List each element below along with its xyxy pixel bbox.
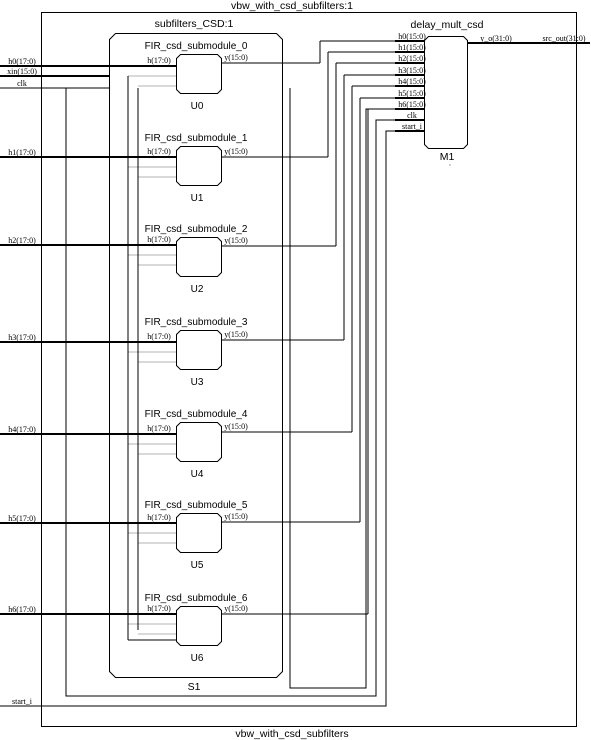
submodule-out-pin: y(15:0)	[224, 512, 248, 521]
start-route	[41, 130, 424, 707]
delay-mult-dots: ·	[449, 161, 452, 170]
submodule-block	[176, 330, 222, 370]
delay-mult-in-pin: h0(15:0)	[398, 32, 426, 41]
delay-mult-in-pin: h6(15:0)	[398, 100, 426, 109]
submodule-3: FIR_csd_submodule_3 h(17:0) y(15:0) U3	[100, 317, 344, 388]
submodule-6: FIR_csd_submodule_6h(17:0) y(15:0) U6	[100, 593, 368, 664]
submodule-in-pin: h(17:0)	[147, 513, 171, 522]
subfilters-title: subfilters_CSD:1	[155, 18, 234, 30]
delay-mult-out-pin: y_o(31:0)	[480, 34, 512, 43]
submodule-title: FIR_csd_submodule_0	[145, 41, 248, 52]
submodule-block	[176, 606, 222, 646]
submodule-out-pin: y(15:0)	[224, 53, 248, 62]
submodule-in-pin: h(17:0)	[147, 147, 171, 156]
top-module-title: vbw_with_csd_subfilters:1	[231, 0, 353, 12]
submodule-instance: U1	[191, 193, 204, 204]
submodule-title: FIR_csd_submodule_5	[145, 500, 248, 511]
clk-route	[65, 88, 424, 697]
delay-mult-title: delay_mult_csd	[411, 19, 484, 31]
delay-mult-in-pin: clk	[407, 111, 417, 120]
delay-mult-instance: M1	[440, 151, 455, 163]
delay-mult-block	[424, 36, 468, 149]
top-input-port: h5(17:0)	[8, 514, 36, 523]
top-input-port: h6(17:0)	[8, 605, 36, 614]
submodule-1: FIR_csd_submodule_1 h(17:0) y(15:0) U1	[100, 133, 328, 204]
submodule-out-pin: y(15:0)	[224, 330, 248, 339]
submodule-block	[176, 54, 222, 94]
top-input-port: h4(17:0)	[8, 425, 36, 434]
top-input-port: h0(17:0)	[8, 57, 36, 66]
submodule-out-pin: y(15:0)	[224, 422, 248, 431]
delay-mult-in-pin: start_i	[402, 122, 423, 131]
submodule-title: FIR_csd_submodule_6	[145, 593, 248, 604]
submodule-2: FIR_csd_submodule_2h(17:0) y(15:0) U2	[100, 224, 336, 295]
submodule-out-pin: y(15:0)	[224, 236, 248, 245]
delay-mult-in-pin: h5(15:0)	[398, 89, 426, 98]
submodule-block	[176, 146, 222, 186]
top-input-port: xin(15:0)	[7, 67, 37, 76]
submodule-in-pin: h(17:0)	[147, 424, 171, 433]
submodule-out-pin: y(15:0)	[224, 147, 248, 156]
src-out-port: src_out(31:0)	[542, 34, 585, 43]
subfilters-frame	[109, 33, 283, 678]
delay-mult-in-pin: h2(15:0)	[398, 54, 426, 63]
top-module-frame	[41, 12, 577, 727]
submodule-instance: U4	[191, 469, 204, 480]
submodule-in-pin: h(17:0)	[147, 56, 171, 65]
top-input-port: h3(17:0)	[8, 333, 36, 342]
top-input-port: h1(17:0)	[8, 148, 36, 157]
delay-mult-in-pin: h4(15:0)	[398, 77, 426, 86]
submodule-block	[176, 422, 222, 462]
submodule-title: FIR_csd_submodule_3	[145, 317, 248, 328]
top-module-footer: vbw_with_csd_subfilters	[235, 728, 348, 740]
submodule-0: FIR_csd_submodule_0 h(17:0) y(15:0) U0	[100, 41, 320, 112]
submodule-instance: U3	[191, 377, 204, 388]
submodule-instance: U2	[191, 284, 204, 295]
submodule-out-pin: y(15:0)	[224, 604, 248, 613]
top-input-port: clk	[17, 79, 27, 88]
subfilters-instance: S1	[188, 681, 201, 693]
submodule-instance: U0	[191, 101, 204, 112]
top-input-port: h2(17:0)	[8, 236, 36, 245]
submodule-title: FIR_csd_submodule_4	[145, 409, 248, 420]
delay-mult-in-pin: h3(15:0)	[398, 66, 426, 75]
submodule-5: FIR_csd_submodule_5 h(17:0) y(15:0) U5	[100, 500, 360, 571]
inner-clk-route	[289, 88, 395, 689]
submodule-in-pin: h(17:0)	[147, 604, 171, 613]
submodule-block	[176, 513, 222, 553]
submodule-in-pin: h(17:0)	[147, 235, 171, 244]
submodule-block	[176, 237, 222, 277]
submodule-title: FIR_csd_submodule_1	[145, 133, 248, 144]
submodule-4: FIR_csd_submodule_4 h(17:0) y(15:0) U4	[100, 409, 352, 480]
submodule-instance: U5	[191, 560, 204, 571]
submodule-instance: U6	[191, 653, 204, 664]
submodule-title: FIR_csd_submodule_2	[145, 224, 248, 235]
delay-mult-in-pin: h1(15:0)	[398, 43, 426, 52]
top-input-port: start_i	[12, 697, 33, 706]
submodule-in-pin: h(17:0)	[147, 332, 171, 341]
